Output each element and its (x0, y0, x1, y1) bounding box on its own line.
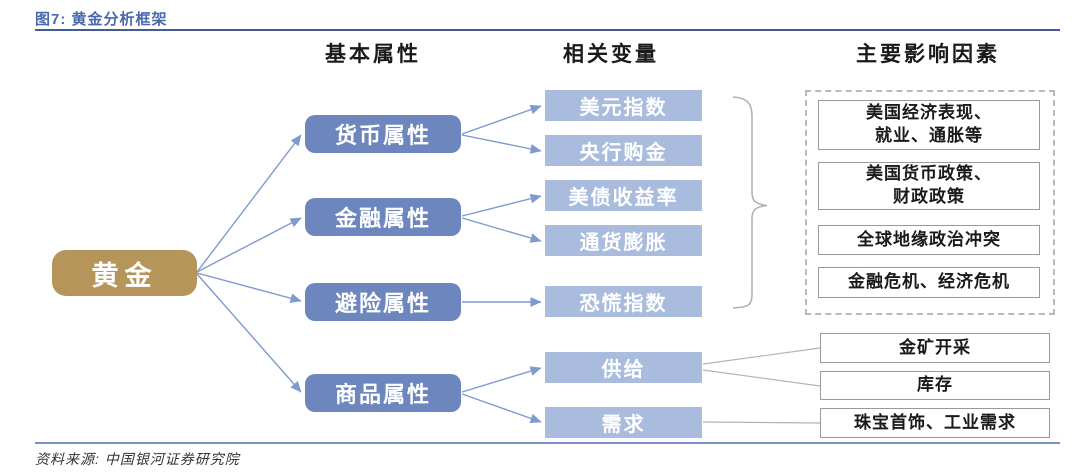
property-node-safe-haven: 避险属性 (305, 283, 461, 321)
factor-node-us-economy: 美国经济表现、 就业、通胀等 (818, 100, 1040, 150)
column-header-main-factors: 主要影响因素 (856, 43, 1000, 66)
variable-node-panic-index: 恐慌指数 (545, 286, 702, 317)
property-node-financial: 金融属性 (305, 198, 461, 236)
top-rule (35, 29, 1060, 31)
factor-group-dashed-box (805, 90, 1055, 315)
variable-node-us-treasury-yield: 美债收益率 (545, 180, 702, 211)
root-to-property-arrows (196, 134, 302, 393)
variable-node-usd-index: 美元指数 (545, 90, 702, 121)
variable-node-demand: 需求 (545, 407, 702, 438)
variable-node-central-bank-gold-buying: 央行购金 (545, 135, 702, 166)
brace-variables-to-factors (732, 96, 768, 309)
property-node-commodity: 商品属性 (305, 374, 461, 412)
property-node-currency: 货币属性 (305, 115, 461, 153)
factor-node-inventory: 库存 (820, 371, 1050, 400)
property-to-variable-arrows (461, 104, 542, 424)
variable-to-factor-lines (702, 347, 821, 424)
factor-node-financial-economic-crisis: 金融危机、经济危机 (818, 267, 1040, 298)
factor-node-us-policy: 美国货币政策、 财政政策 (818, 162, 1040, 210)
column-header-related-variables: 相关变量 (563, 43, 659, 66)
root-node-gold: 黄金 (52, 250, 197, 296)
bottom-rule (35, 442, 1060, 444)
figure-title: 图7: 黄金分析框架 (35, 11, 168, 28)
variable-node-inflation: 通货膨胀 (545, 225, 702, 256)
column-header-basic-attributes: 基本属性 (325, 43, 421, 66)
source-note: 资料来源: 中国银河证券研究院 (35, 451, 240, 467)
factor-node-geopolitical-conflict: 全球地缘政治冲突 (818, 225, 1040, 255)
variable-node-supply: 供给 (545, 352, 702, 383)
factor-node-jewelry-industrial-demand: 珠宝首饰、工业需求 (820, 408, 1050, 438)
factor-node-gold-mining: 金矿开采 (820, 333, 1050, 363)
